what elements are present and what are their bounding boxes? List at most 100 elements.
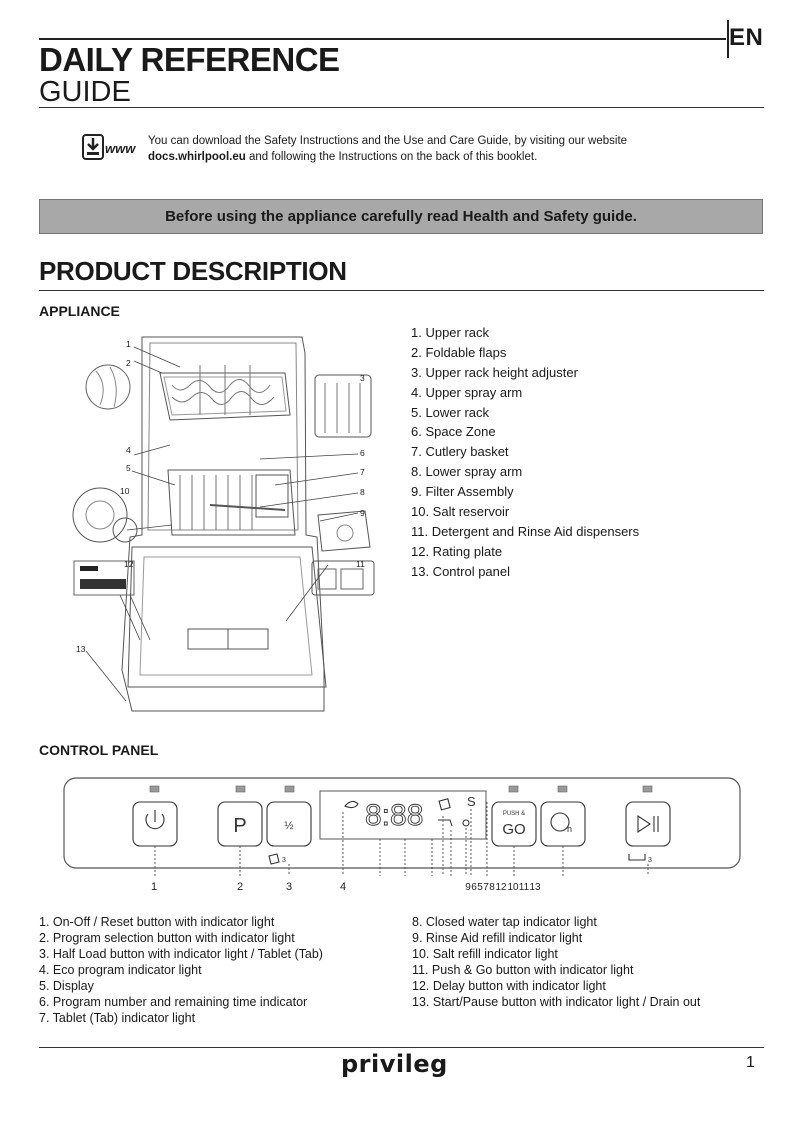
title-rule bbox=[39, 107, 764, 108]
callout-8: 8 bbox=[360, 487, 365, 497]
salt-icon bbox=[462, 819, 470, 827]
onoff-indicator-light bbox=[149, 785, 160, 793]
top-rule bbox=[39, 38, 726, 40]
drain-label: 3 bbox=[648, 857, 652, 864]
legend-left: 1. On-Off / Reset button with indicator … bbox=[39, 914, 323, 1026]
panel-callout-10: 10 bbox=[507, 882, 519, 893]
display bbox=[319, 790, 487, 840]
list-item: 5. Display bbox=[39, 979, 94, 993]
list-item: 13. Start/Pause button with indicator li… bbox=[412, 995, 701, 1009]
tab-label: 3 bbox=[282, 857, 286, 864]
list-item: 10. Salt reservoir bbox=[411, 504, 510, 520]
delay-icon bbox=[550, 812, 570, 832]
power-icon bbox=[145, 813, 165, 830]
list-item: 4. Upper spray arm bbox=[411, 384, 523, 400]
callout-7: 7 bbox=[360, 467, 365, 477]
panel-callout-6: 6 bbox=[471, 882, 477, 893]
download-icon: www bbox=[82, 134, 148, 162]
www-label: www bbox=[105, 141, 136, 156]
delay-button[interactable] bbox=[540, 801, 586, 847]
product-description-heading: PRODUCT DESCRIPTION bbox=[39, 256, 347, 286]
list-item: 3. Upper rack height adjuster bbox=[411, 364, 578, 380]
list-item: 9. Rinse Aid refill indicator light bbox=[412, 931, 583, 945]
salt-s-label: S bbox=[467, 794, 476, 809]
language-code: EN bbox=[729, 24, 764, 51]
callout-10: 10 bbox=[120, 486, 130, 496]
list-item: 9. Filter Assembly bbox=[411, 484, 514, 500]
panel-callout-3: 3 bbox=[286, 881, 292, 893]
safety-banner: Before using the appliance carefully rea… bbox=[39, 199, 763, 234]
delay-indicator-light bbox=[557, 785, 568, 793]
list-item: 13. Control panel bbox=[411, 563, 511, 579]
halfload-indicator-light bbox=[284, 785, 295, 793]
list-item: 8. Closed water tap indicator light bbox=[412, 915, 597, 929]
list-item: 6. Program number and remaining time ind… bbox=[39, 995, 308, 1009]
appliance-heading: APPLIANCE bbox=[39, 303, 120, 319]
play-pause-icon bbox=[637, 814, 651, 834]
tablet-icon bbox=[438, 798, 451, 811]
callout-9: 9 bbox=[360, 508, 365, 518]
callout-4: 4 bbox=[126, 445, 131, 455]
panel-callout-2: 2 bbox=[237, 881, 243, 893]
pushgo-top-label: PUSH & bbox=[503, 811, 525, 817]
panel-callout-12: 12 bbox=[495, 882, 507, 893]
download-line2: and following the Instructions on the ba… bbox=[245, 151, 538, 163]
panel-callout-4: 4 bbox=[340, 881, 346, 893]
startpause-indicator-light bbox=[642, 785, 653, 793]
list-item: 3. Half Load button with indicator light… bbox=[39, 947, 323, 961]
tab-icon bbox=[268, 853, 280, 865]
callout-3: 3 bbox=[360, 373, 365, 383]
download-link[interactable]: docs.whirlpool.eu bbox=[148, 151, 246, 163]
panel-callout-1: 1 bbox=[151, 881, 157, 893]
program-button-label: P bbox=[233, 815, 246, 837]
list-item: 5. Lower rack bbox=[411, 404, 490, 420]
list-item: 2. Foldable flaps bbox=[411, 344, 507, 360]
legend-right: 8. Closed water tap indicator light 9. R… bbox=[412, 914, 700, 1010]
program-indicator-light bbox=[235, 785, 246, 793]
list-item: 1. Upper rack bbox=[411, 325, 490, 340]
control-panel-heading: CONTROL PANEL bbox=[39, 742, 159, 758]
brand-logo: privileg bbox=[341, 1050, 448, 1078]
control-panel-diagram: P ½ 8:88 S PUSH & GO h 3 3 1 2 3 4 9 6 5… bbox=[63, 777, 741, 893]
page-title-line2: GUIDE bbox=[39, 76, 131, 108]
dishwasher-illustration: 1 2 3 4 5 6 7 8 9 10 11 12 13 bbox=[72, 336, 375, 712]
eco-leaf-icon bbox=[344, 800, 359, 809]
footer-rule bbox=[39, 1047, 764, 1048]
list-item: 2. Program selection button with indicat… bbox=[39, 931, 295, 945]
list-item: 11. Push & Go button with indicator ligh… bbox=[412, 963, 634, 977]
delay-symbol: h bbox=[567, 824, 572, 834]
download-line1: You can download the Safety Instructions… bbox=[148, 135, 628, 147]
callout-12: 12 bbox=[124, 559, 134, 569]
page-number: 1 bbox=[746, 1054, 755, 1071]
list-item: 8. Lower spray arm bbox=[411, 464, 523, 480]
list-item: 1. On-Off / Reset button with indicator … bbox=[39, 915, 275, 929]
display-digits: 8:88 bbox=[365, 799, 423, 832]
panel-callout-5: 5 bbox=[477, 882, 483, 893]
language-divider bbox=[727, 20, 729, 58]
list-item: 12. Rating plate bbox=[411, 543, 503, 559]
callout-13: 13 bbox=[76, 644, 86, 654]
list-item: 6. Space Zone bbox=[411, 424, 496, 440]
water-tap-icon bbox=[438, 819, 453, 827]
onoff-button[interactable] bbox=[132, 801, 178, 847]
startpause-button[interactable] bbox=[625, 801, 671, 847]
panel-callout-11: 11 bbox=[519, 882, 530, 893]
list-item: 4. Eco program indicator light bbox=[39, 963, 202, 977]
parts-list: 1. Upper rack 2. Foldable flaps 3. Upper… bbox=[411, 323, 639, 582]
list-item: 12. Delay button with indicator light bbox=[412, 979, 606, 993]
panel-callout-9: 9 bbox=[465, 882, 471, 893]
callout-6: 6 bbox=[360, 448, 365, 458]
halfload-button[interactable] bbox=[266, 801, 312, 847]
callout-1: 1 bbox=[126, 339, 131, 349]
callout-11: 11 bbox=[356, 559, 365, 569]
section-rule bbox=[39, 290, 764, 291]
drain-icon bbox=[628, 854, 646, 861]
panel-callout-13: 13 bbox=[529, 882, 541, 893]
halfload-button-label: ½ bbox=[284, 820, 293, 832]
panel-callout-8: 8 bbox=[489, 882, 495, 893]
pushgo-bottom-label: GO bbox=[502, 821, 525, 838]
list-item: 7. Cutlery basket bbox=[411, 444, 509, 460]
list-item: 11. Detergent and Rinse Aid dispensers bbox=[411, 523, 640, 539]
callout-5: 5 bbox=[126, 463, 131, 473]
page-title-line1: DAILY REFERENCE bbox=[39, 41, 340, 78]
